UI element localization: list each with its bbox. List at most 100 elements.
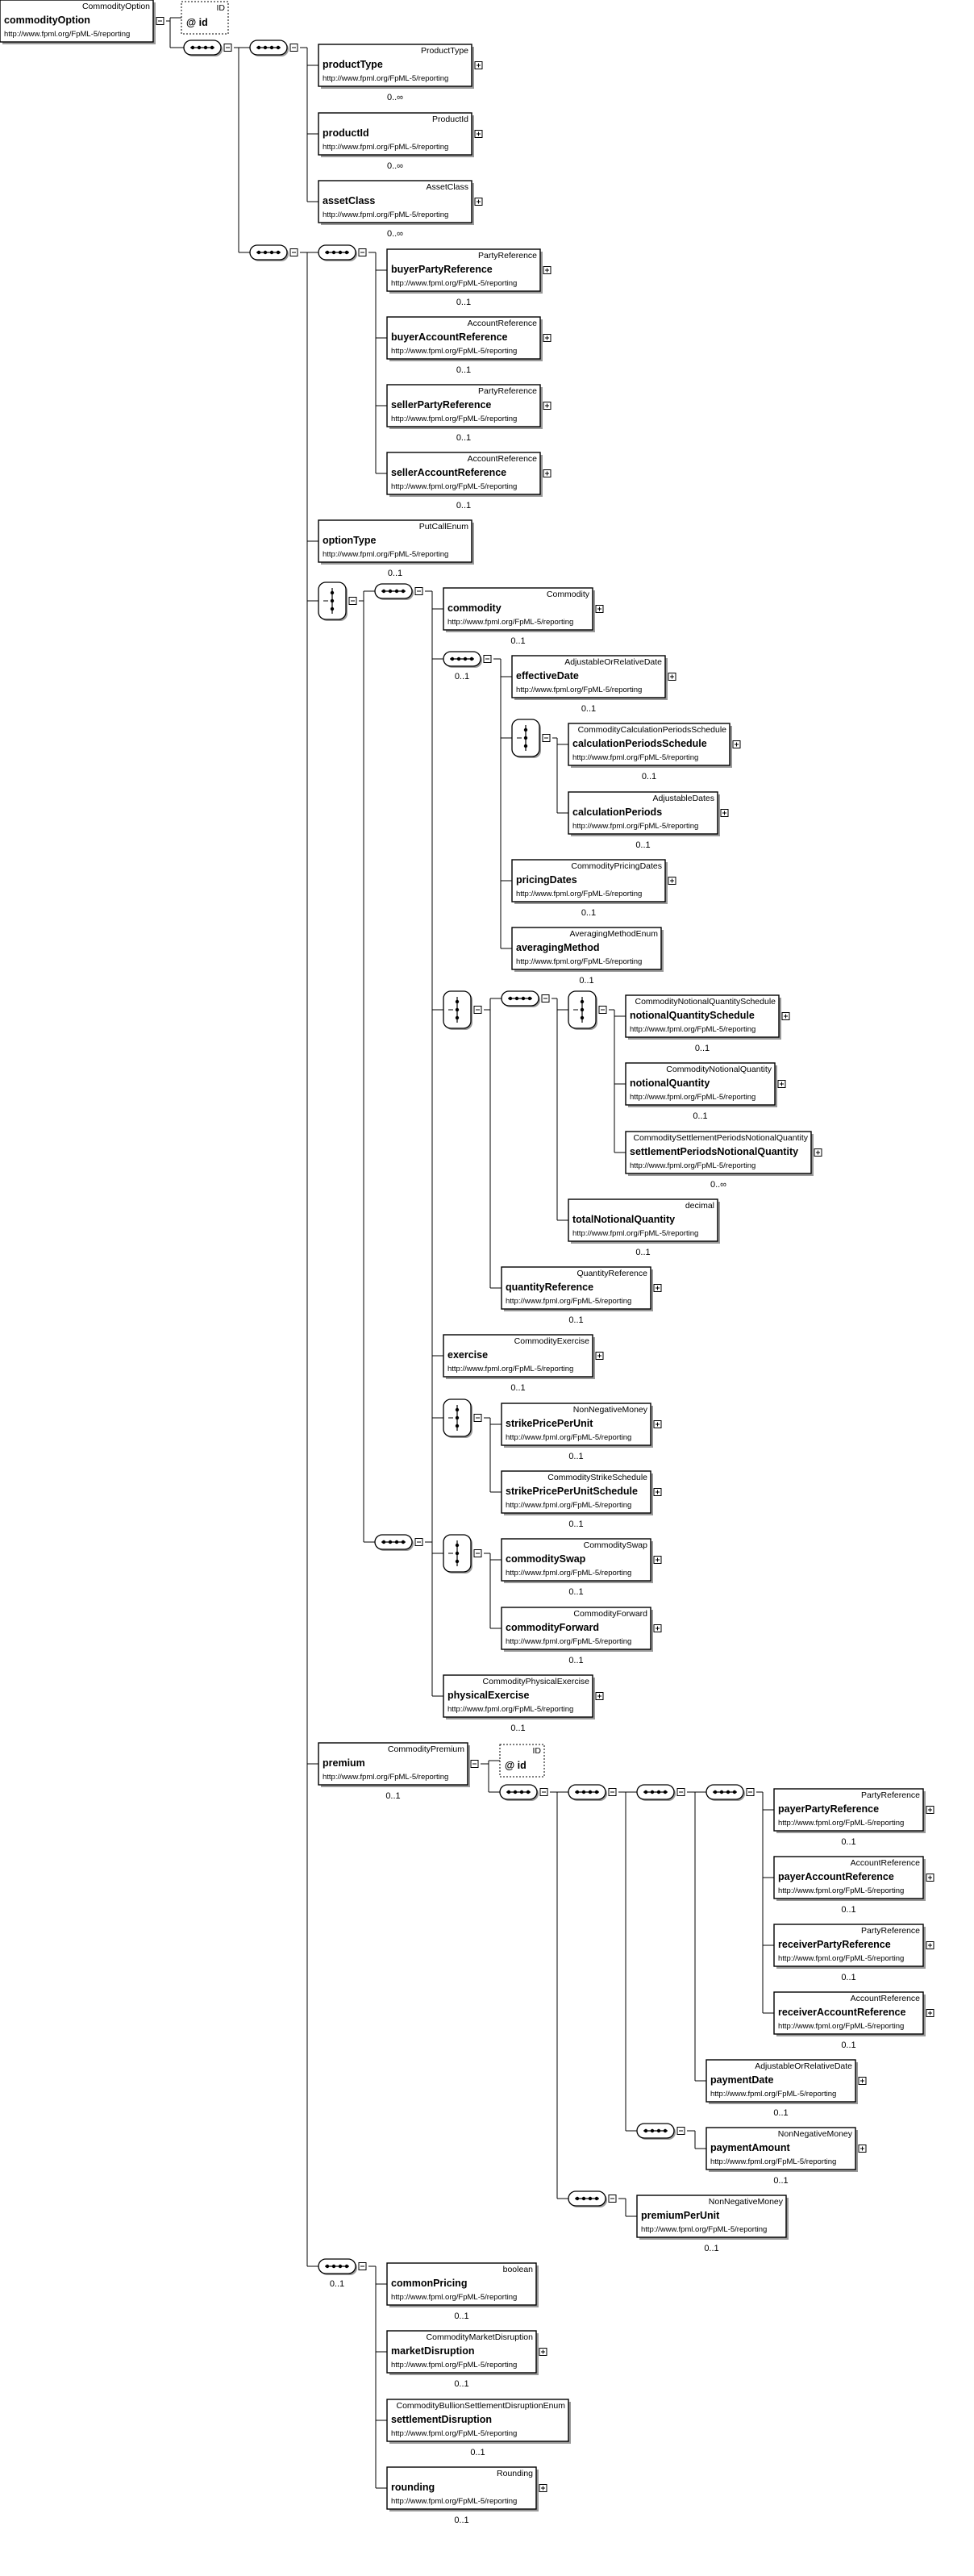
element-premiumPerUnit[interactable]: NonNegativeMoneypremiumPerUnithttp://www…	[636, 2195, 789, 2240]
expand-button[interactable]	[858, 2077, 867, 2085]
expand-button[interactable]	[777, 1080, 786, 1088]
element-sellerAccountReference[interactable]: AccountReferencesellerAccountReferenceht…	[386, 452, 543, 497]
element-quantityReference[interactable]: QuantityReferencequantityReferencehttp:/…	[501, 1266, 653, 1311]
collapse-button[interactable]	[473, 1006, 482, 1014]
sequence-compositor[interactable]	[568, 1784, 607, 1801]
collapse-button[interactable]	[608, 2195, 617, 2203]
collapse-button[interactable]	[746, 1788, 755, 1796]
collapse-button[interactable]	[348, 597, 357, 605]
expand-button[interactable]	[543, 402, 552, 410]
collapse-button[interactable]	[542, 734, 551, 742]
expand-button[interactable]	[474, 198, 483, 206]
collapse-button[interactable]	[483, 655, 492, 663]
collapse-button[interactable]	[289, 248, 298, 256]
sequence-compositor[interactable]	[183, 40, 223, 56]
choice-compositor[interactable]	[318, 581, 348, 621]
element-commonPricing[interactable]: booleancommonPricinghttp://www.fpml.org/…	[386, 2262, 539, 2307]
collapse-button[interactable]	[608, 1788, 617, 1796]
expand-button[interactable]	[595, 1352, 604, 1360]
collapse-button[interactable]	[598, 1006, 607, 1014]
element-notionalQuantity[interactable]: CommodityNotionalQuantitynotionalQuantit…	[625, 1062, 777, 1107]
expand-button[interactable]	[595, 605, 604, 613]
sequence-compositor[interactable]	[249, 40, 289, 56]
element-notionalQuantitySchedule[interactable]: CommodityNotionalQuantitySchedulenotiona…	[625, 994, 781, 1040]
element-averagingMethod[interactable]: AveragingMethodEnumaveragingMethodhttp:/…	[511, 927, 664, 972]
element-exercise[interactable]: CommodityExerciseexercisehttp://www.fpml…	[443, 1334, 595, 1379]
expand-button[interactable]	[543, 334, 552, 342]
expand-button[interactable]	[474, 130, 483, 138]
sequence-compositor[interactable]	[501, 990, 540, 1007]
element-commoditySwap[interactable]: CommoditySwapcommoditySwaphttp://www.fpm…	[501, 1538, 653, 1583]
expand-button[interactable]	[543, 266, 552, 274]
sequence-compositor[interactable]	[374, 583, 414, 600]
element-receiverAccountReference[interactable]: AccountReferencereceiverAccountReference…	[773, 1991, 926, 2036]
expand-button[interactable]	[926, 1941, 934, 1949]
sequence-compositor[interactable]	[706, 1784, 745, 1801]
expand-button[interactable]	[653, 1420, 662, 1428]
element-commodityForward[interactable]: CommodityForwardcommodityForwardhttp://w…	[501, 1607, 653, 1652]
choice-compositor[interactable]	[443, 1534, 472, 1574]
element-physicalExercise[interactable]: CommodityPhysicalExercisephysicalExercis…	[443, 1674, 595, 1719]
sequence-compositor[interactable]	[249, 244, 289, 261]
collapse-button[interactable]	[473, 1414, 482, 1422]
element-effectiveDate[interactable]: AdjustableOrRelativeDateeffectiveDatehtt…	[511, 655, 668, 700]
element-strikePricePerUnitSchedule[interactable]: CommodityStrikeSchedulestrikePricePerUni…	[501, 1470, 653, 1515]
collapse-button[interactable]	[676, 1788, 685, 1796]
sequence-compositor[interactable]	[318, 2258, 357, 2275]
collapse-button[interactable]	[676, 2127, 685, 2135]
element-settlementDisruption[interactable]: CommodityBullionSettlementDisruptionEnum…	[386, 2399, 571, 2444]
attribute-id[interactable]: ID@ id	[181, 1, 229, 35]
expand-button[interactable]	[543, 469, 552, 477]
collapse-button[interactable]	[414, 1538, 423, 1546]
choice-compositor[interactable]	[443, 990, 472, 1030]
expand-button[interactable]	[653, 1624, 662, 1632]
element-totalNotionalQuantity[interactable]: decimaltotalNotionalQuantityhttp://www.f…	[568, 1198, 720, 1244]
choice-compositor[interactable]	[443, 1398, 472, 1438]
element-receiverPartyReference[interactable]: PartyReferencereceiverPartyReferencehttp…	[773, 1924, 926, 1969]
expand-button[interactable]	[668, 877, 676, 885]
collapse-button[interactable]	[223, 44, 232, 52]
element-rounding[interactable]: Roundingroundinghttp://www.fpml.org/FpML…	[386, 2466, 539, 2511]
expand-button[interactable]	[720, 809, 729, 817]
element-optionType[interactable]: PutCallEnumoptionTypehttp://www.fpml.org…	[318, 519, 474, 565]
element-calculationPeriodsSchedule[interactable]: CommodityCalculationPeriodsSchedulecalcu…	[568, 723, 732, 768]
expand-button[interactable]	[814, 1148, 822, 1157]
element-sellerPartyReference[interactable]: PartyReferencesellerPartyReferencehttp:/…	[386, 384, 543, 429]
expand-button[interactable]	[858, 2145, 867, 2153]
expand-button[interactable]	[732, 740, 741, 748]
expand-button[interactable]	[653, 1488, 662, 1496]
expand-button[interactable]	[926, 1874, 934, 1882]
element-premium[interactable]: CommodityPremiumpremiumhttp://www.fpml.o…	[318, 1742, 470, 1787]
sequence-compositor[interactable]	[443, 651, 482, 668]
choice-compositor[interactable]	[568, 990, 597, 1030]
sequence-compositor[interactable]	[568, 2190, 607, 2207]
collapse-button[interactable]	[289, 44, 298, 52]
collapse-button[interactable]	[156, 17, 164, 25]
expand-button[interactable]	[781, 1012, 790, 1020]
expand-button[interactable]	[926, 2009, 934, 2017]
collapse-button[interactable]	[358, 248, 367, 256]
element-productId[interactable]: ProductIdproductIdhttp://www.fpml.org/Fp…	[318, 112, 474, 157]
collapse-button[interactable]	[473, 1549, 482, 1557]
sequence-compositor[interactable]	[374, 1534, 414, 1551]
element-marketDisruption[interactable]: CommodityMarketDisruptionmarketDisruptio…	[386, 2330, 539, 2375]
expand-button[interactable]	[539, 2484, 547, 2492]
expand-button[interactable]	[474, 61, 483, 69]
element-paymentAmount[interactable]: NonNegativeMoneypaymentAmounthttp://www.…	[706, 2127, 858, 2172]
element-productType[interactable]: ProductTypeproductTypehttp://www.fpml.or…	[318, 44, 474, 89]
collapse-button[interactable]	[541, 994, 550, 1002]
expand-button[interactable]	[668, 673, 676, 681]
sequence-compositor[interactable]	[318, 244, 357, 261]
collapse-button[interactable]	[539, 1788, 548, 1796]
element-pricingDates[interactable]: CommodityPricingDatespricingDateshttp://…	[511, 859, 668, 904]
element-payerAccountReference[interactable]: AccountReferencepayerAccountReferencehtt…	[773, 1856, 926, 1901]
choice-compositor[interactable]	[511, 719, 541, 758]
element-buyerPartyReference[interactable]: PartyReferencebuyerPartyReferencehttp://…	[386, 248, 543, 294]
sequence-compositor[interactable]	[499, 1784, 539, 1801]
sequence-compositor[interactable]	[636, 2123, 676, 2140]
sequence-compositor[interactable]	[636, 1784, 676, 1801]
element-payerPartyReference[interactable]: PartyReferencepayerPartyReferencehttp://…	[773, 1788, 926, 1833]
collapse-button[interactable]	[358, 2262, 367, 2270]
element-commodityOption[interactable]: CommodityOptioncommodityOptionhttp://www…	[0, 0, 156, 44]
expand-button[interactable]	[653, 1284, 662, 1292]
